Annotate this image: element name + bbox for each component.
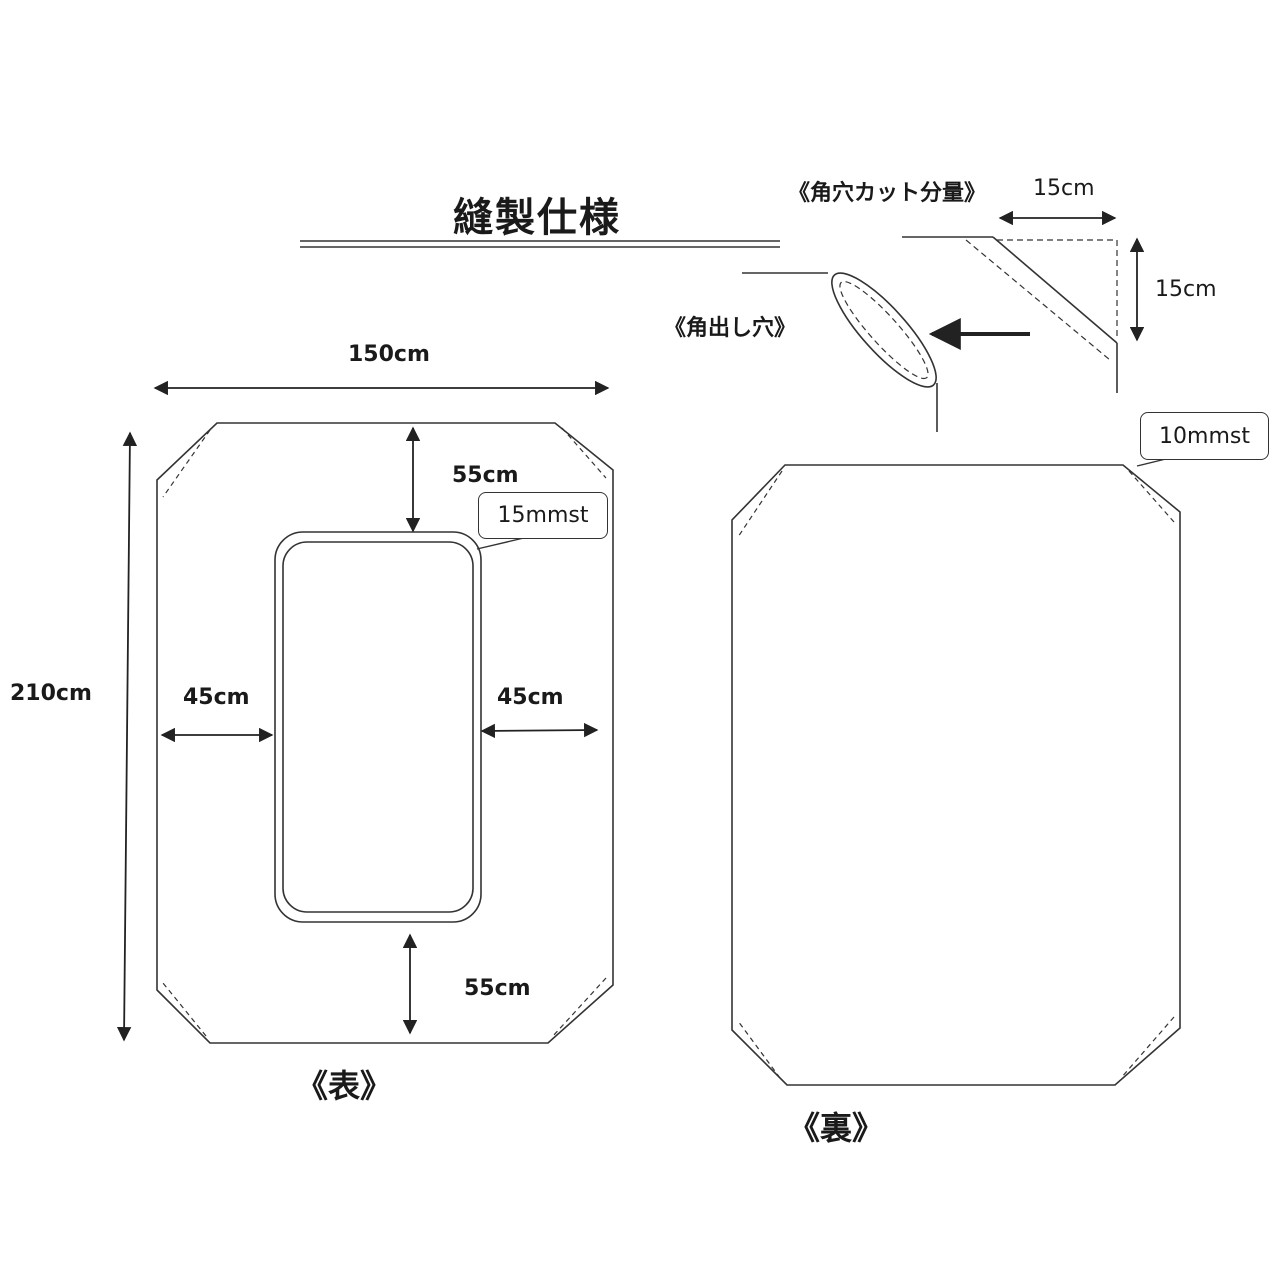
corner-cut-height-label: 15cm: [1155, 277, 1217, 302]
front-right-margin-label: 45cm: [497, 685, 564, 710]
back-panel-outline: [731, 464, 1181, 1086]
front-panel-outline: [156, 422, 614, 1044]
front-bottom-margin-label: 55cm: [464, 976, 531, 1001]
back-stitch-callout: 10mmst: [1140, 412, 1269, 460]
front-left-margin-label: 45cm: [183, 685, 250, 710]
front-window-inner: [282, 541, 474, 913]
corner-hole-label: 《角出し穴》: [664, 316, 797, 341]
back-corner-stitches: [737, 470, 1175, 1079]
front-window-outer: [274, 531, 482, 923]
corner-cut-detail: [902, 236, 1118, 393]
right-margin-arrow: [480, 722, 599, 739]
corner-cut-width-label: 15cm: [1033, 176, 1095, 201]
back-panel: [731, 464, 1181, 1086]
front-stitch-callout: 15mmst: [478, 492, 608, 539]
height-arrow: [116, 431, 138, 1042]
front-corner-stitches: [162, 427, 607, 1037]
title-underline: [300, 240, 780, 248]
front-callout-leader: [476, 536, 529, 550]
corner-cut-arrows: [998, 210, 1145, 342]
front-top-margin-label: 55cm: [452, 463, 519, 488]
front-face-label: 《表》: [296, 1067, 393, 1105]
corner-cut-label: 《角穴カット分量》: [788, 181, 987, 206]
front-width-label: 150cm: [348, 342, 430, 367]
page-title: 縫製仕様: [453, 195, 621, 241]
back-face-label: 《裏》: [788, 1109, 885, 1147]
front-height-label: 210cm: [10, 681, 92, 706]
corner-hole-detail: [742, 272, 938, 432]
front-dimension-arrows: [116, 380, 610, 1042]
